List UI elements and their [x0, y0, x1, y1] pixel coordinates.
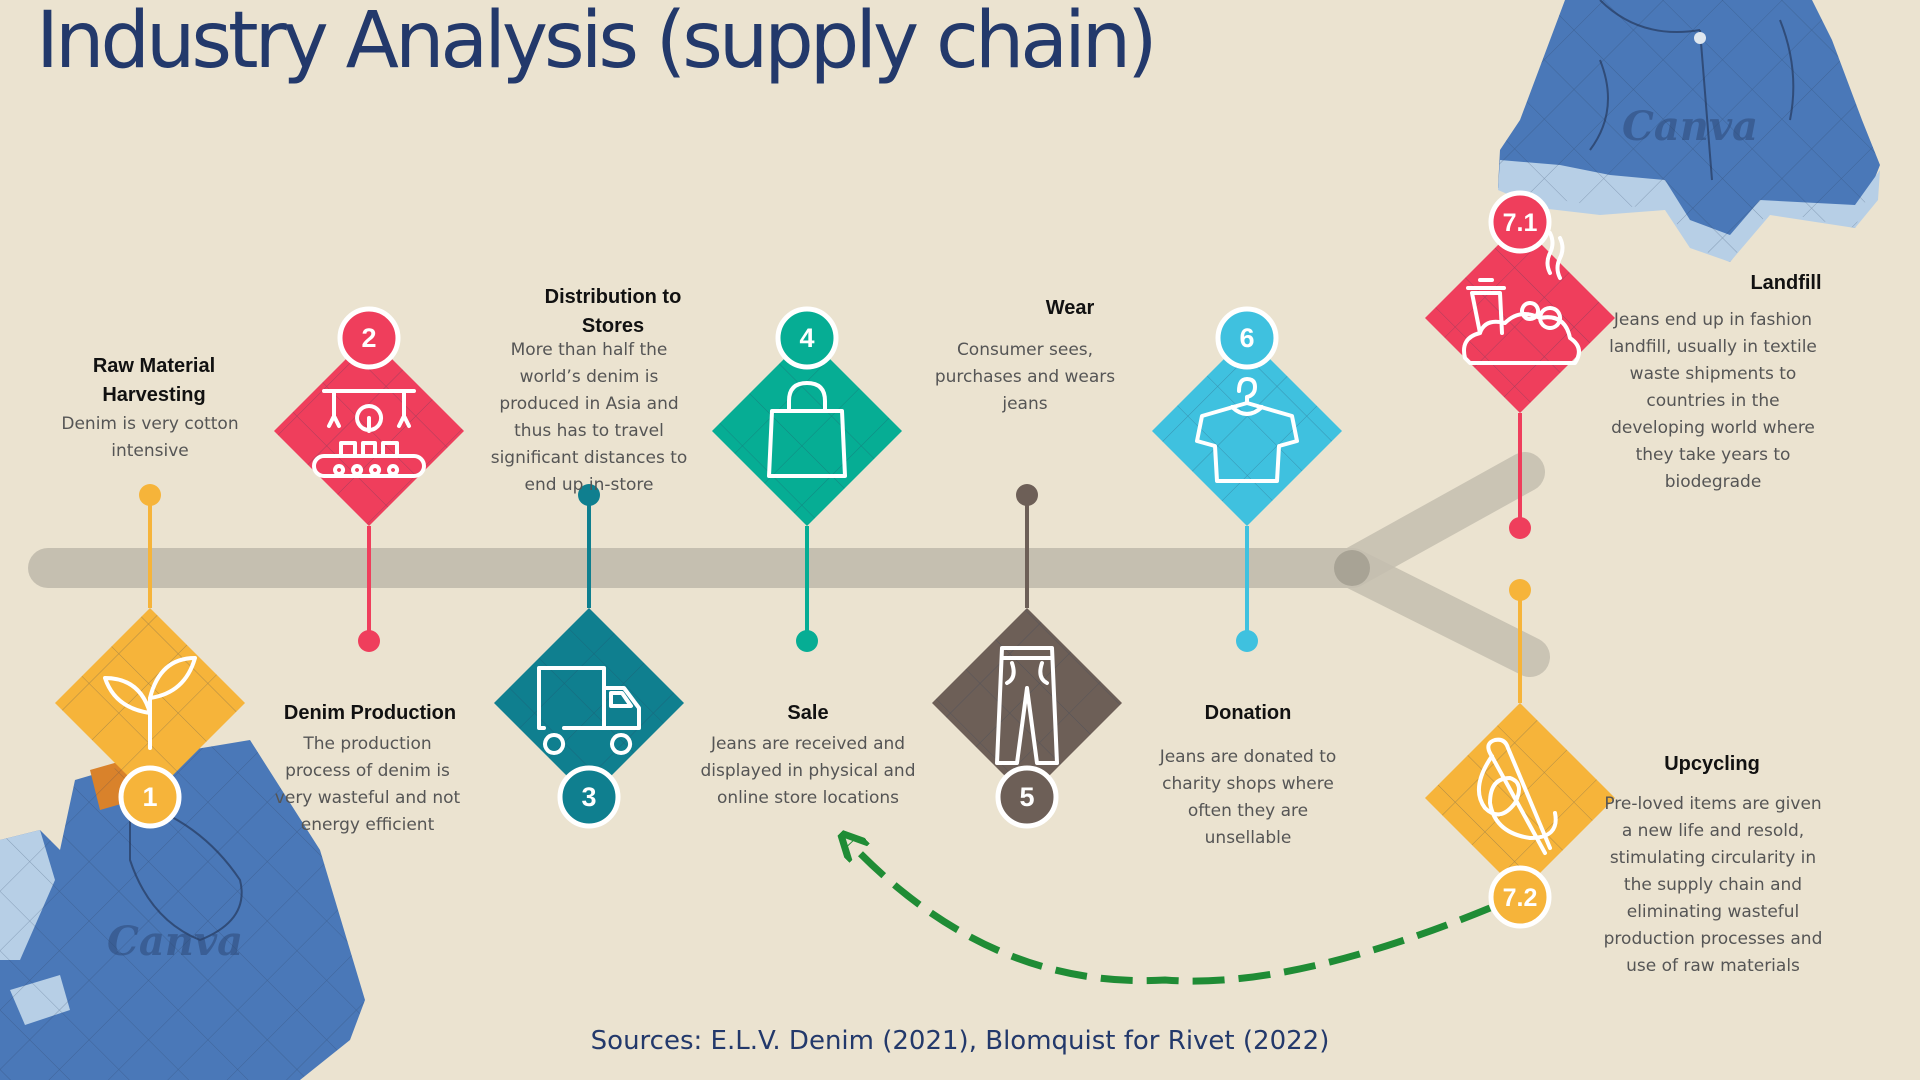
diamond-texture [1152, 336, 1342, 526]
factory-conveyor-icon [312, 389, 426, 478]
timeline [28, 452, 1550, 677]
needle-thread-icon [1476, 737, 1558, 855]
connector-dot [578, 484, 600, 506]
step-number-text: 4 [799, 323, 814, 353]
watermark-text: Canva [107, 918, 243, 965]
step-number-badge [1488, 190, 1552, 254]
step-1-heading: Raw Material Harvesting [92, 355, 216, 406]
landfill-waste-icon [1462, 231, 1581, 365]
step-number-text: 3 [581, 782, 596, 812]
connector-dot [1509, 517, 1531, 539]
jeans-icon [995, 646, 1059, 765]
step-1-description: Denim is very cotton intensive [61, 414, 239, 461]
step-72-heading: Upcycling [1664, 753, 1760, 775]
step-6-description: Jeans are donated to charity shops where… [1159, 747, 1337, 848]
step-node-3: 3 [494, 484, 684, 829]
page-title: Industry Analysis (supply chain) [36, 0, 1158, 86]
step-number-badge [1215, 306, 1279, 370]
step-node-5: 5 [932, 484, 1122, 829]
step-number-badge [1488, 865, 1552, 929]
connector-dot [796, 630, 818, 652]
connector-dot [358, 630, 380, 652]
connector-dot [1236, 630, 1258, 652]
diamond-texture [712, 336, 902, 526]
step-2-heading: Denim Production [283, 702, 457, 724]
step-3-heading: Distribution to Stores [544, 286, 682, 337]
step-node-1: 1 [55, 484, 245, 829]
connector-dot [1016, 484, 1038, 506]
step-2-description: The production process of denim is very … [274, 734, 461, 835]
step-72-description: Pre-loved items are given a new life and… [1603, 794, 1823, 976]
diamond-texture [1425, 703, 1615, 893]
step-71-heading: Landfill [1750, 272, 1822, 294]
step-4-heading: Sale [787, 702, 829, 724]
shopping-bag-icon [767, 381, 847, 478]
step-number-text: 5 [1019, 782, 1034, 812]
step-number-badge [557, 765, 621, 829]
step-number-text: 7.2 [1503, 884, 1538, 912]
step-node-6: 6 [1152, 306, 1342, 652]
step-number-text: 1 [142, 782, 157, 812]
step-number-text: 6 [1239, 323, 1254, 353]
step-node-7-2: 7.2 [1425, 579, 1615, 929]
diamond-texture [1425, 223, 1615, 413]
step-number-badge [337, 306, 401, 370]
step-5-description: Consumer sees, purchases and wears jeans [934, 340, 1116, 414]
watermark-text: Canva [1622, 103, 1758, 150]
sprout-icon [103, 656, 197, 750]
step-number-badge [775, 306, 839, 370]
step-6-heading: Donation [1204, 702, 1292, 724]
step-node-7-1: 7.1 [1425, 190, 1615, 539]
denim-shorts-image: Canva [1498, 0, 1880, 262]
step-71-description: Jeans end up in fashion landfill, usuall… [1609, 310, 1817, 492]
sources-footnote: Sources: E.L.V. Denim (2021), Blomquist … [590, 1026, 1330, 1056]
step-number-text: 7.1 [1503, 209, 1538, 237]
step-number-text: 2 [361, 323, 376, 353]
diamond-texture [494, 608, 684, 798]
step-3-description: More than half the world’s denim is prod… [490, 340, 688, 495]
folded-jeans-image: Canva [0, 740, 365, 1080]
step-node-2: 2 [274, 306, 464, 652]
connector-dot [139, 484, 161, 506]
step-5-heading: Wear [1045, 297, 1095, 319]
step-number-badge [118, 765, 182, 829]
shirt-on-hanger-icon [1195, 377, 1299, 483]
step-4-description: Jeans are received and displayed in phys… [700, 734, 916, 808]
delivery-truck-icon [537, 666, 641, 755]
recycle-arrow [850, 843, 1492, 985]
step-node-4: 4 [712, 306, 902, 652]
step-number-badge [995, 765, 1059, 829]
connector-dot [1509, 579, 1531, 601]
